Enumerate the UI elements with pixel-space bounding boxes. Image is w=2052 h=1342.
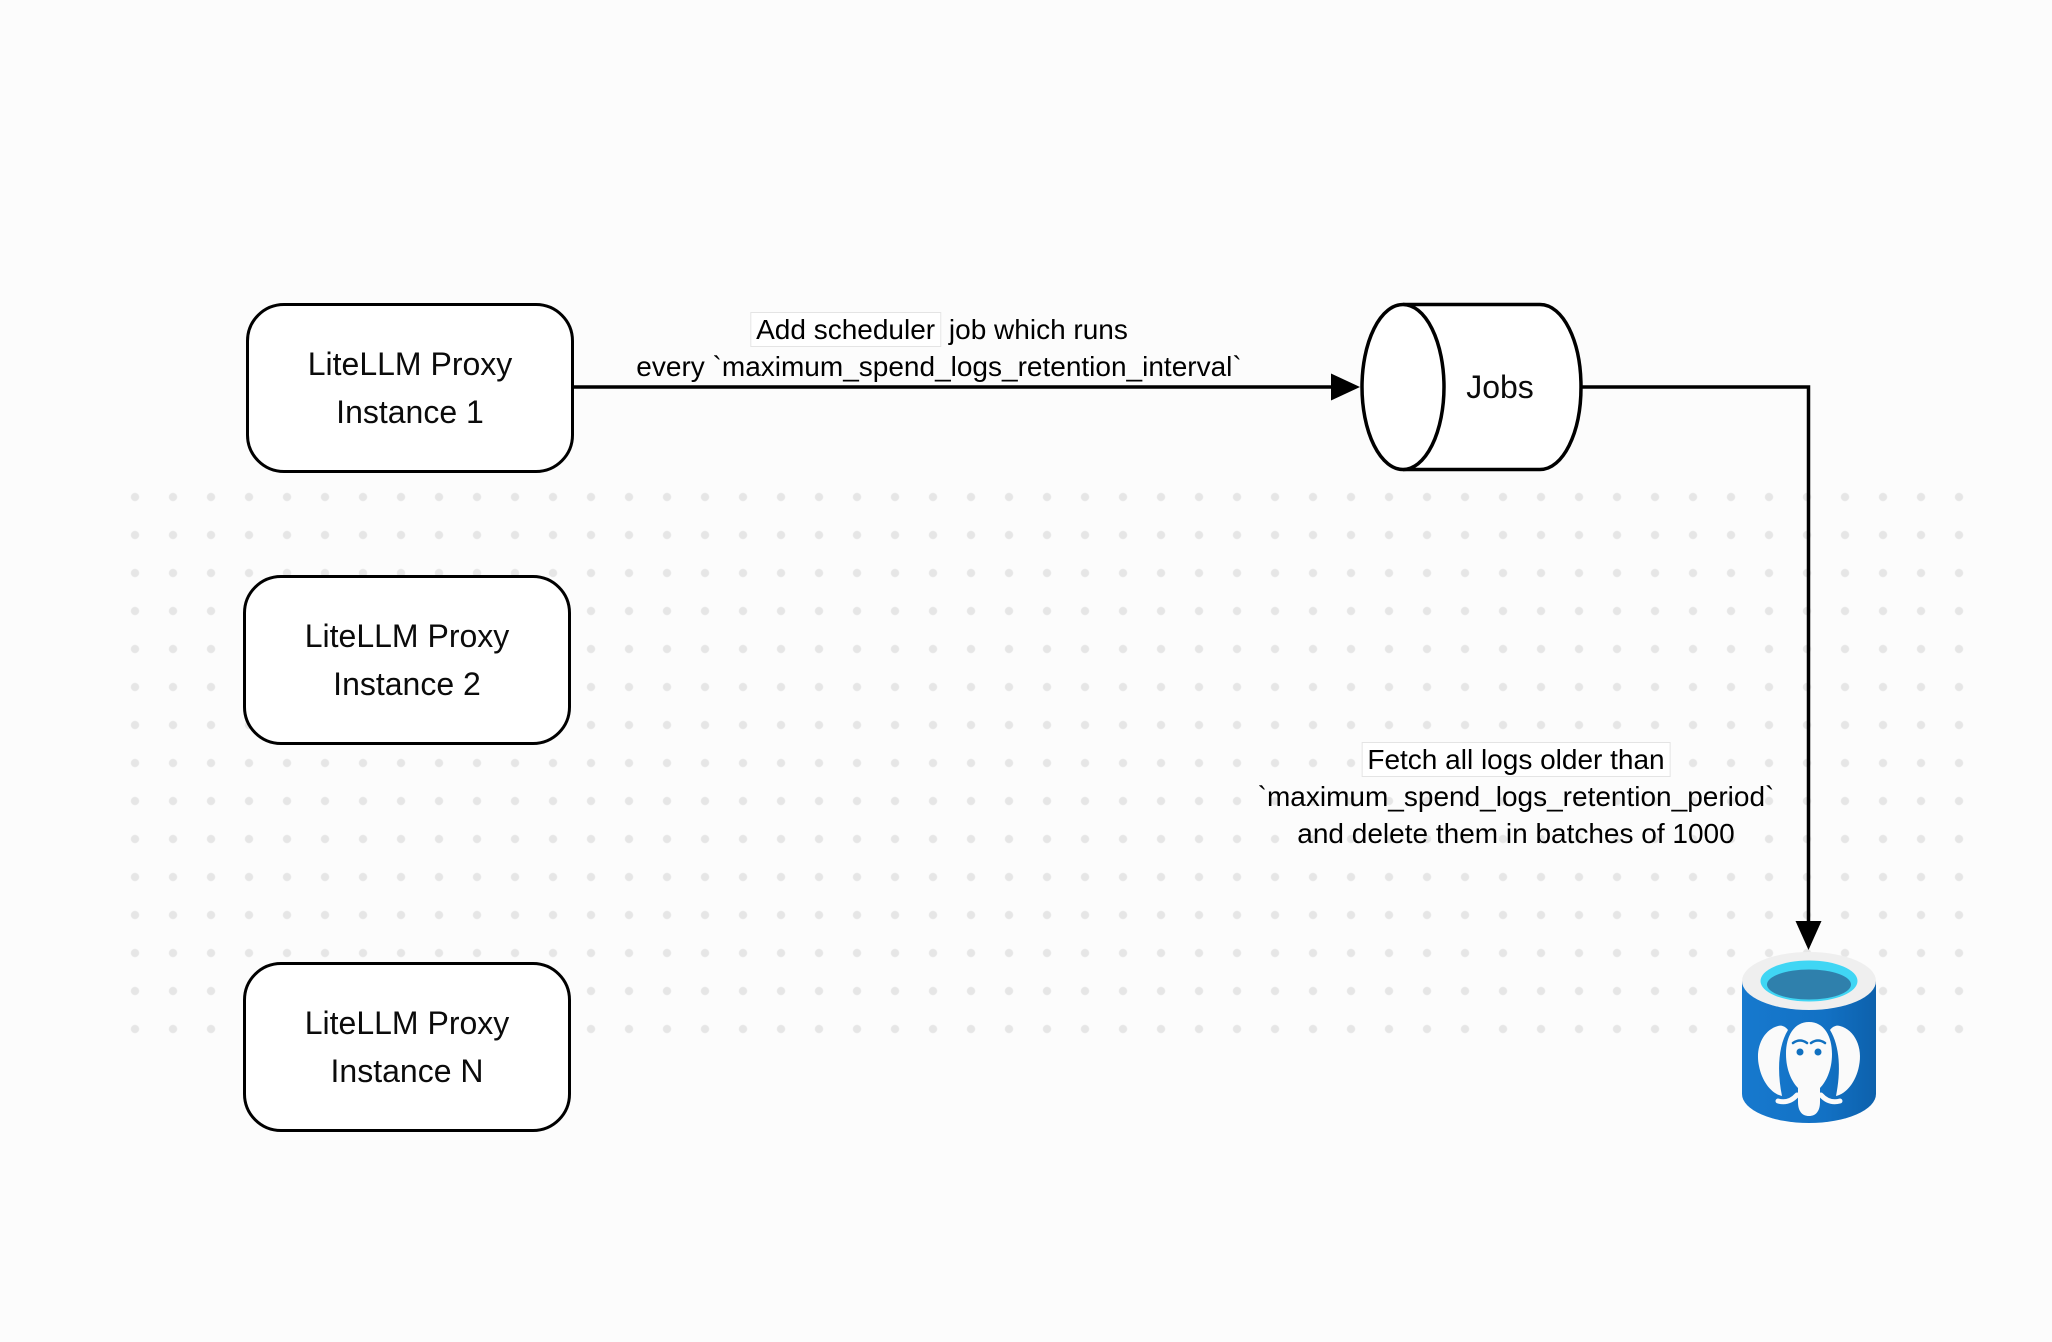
node-label-line2: Instance N xyxy=(330,1053,484,1089)
node-label-line2: Instance 2 xyxy=(333,666,481,702)
postgresql-database-icon xyxy=(1742,952,1876,1123)
edge-label-fetch-line2: `maximum_spend_logs_retention_period` xyxy=(1257,781,1775,812)
edge-label-highlight: Add scheduler xyxy=(750,312,942,347)
node-label-line2: Instance 1 xyxy=(336,394,484,430)
node-litellm-proxy-instance-n: LiteLLM Proxy Instance N xyxy=(243,962,571,1132)
node-litellm-proxy-instance-1: LiteLLM Proxy Instance 1 xyxy=(246,303,574,473)
edge-label-scheduler-line1: Add scheduler job which runs xyxy=(636,311,1241,348)
jobs-queue-shape xyxy=(1360,302,1583,472)
node-label-line1: LiteLLM Proxy xyxy=(304,1005,510,1041)
arrowhead-down-icon xyxy=(1795,921,1822,950)
arrow-jobs-to-database xyxy=(1581,385,1822,950)
db-liquid xyxy=(1767,969,1851,1000)
node-label-line1: LiteLLM Proxy xyxy=(307,346,513,382)
arrowhead-right-icon xyxy=(1331,373,1360,401)
edge-label-scheduler-line2: every `maximum_spend_logs_retention_inte… xyxy=(636,351,1242,382)
edge-label-fetch-line3: and delete them in batches of 1000 xyxy=(1297,818,1735,849)
node-label-line1: LiteLLM Proxy xyxy=(304,618,510,654)
node-litellm-proxy-instance-2: LiteLLM Proxy Instance 2 xyxy=(243,575,571,745)
arrow-instance1-to-jobs xyxy=(572,373,1360,401)
elephant-icon xyxy=(1757,1022,1861,1116)
jobs-queue-label: Jobs xyxy=(1466,369,1534,405)
edge-label-scheduler: Add scheduler job which runs every `maxi… xyxy=(636,311,1242,385)
edge-label-fetch-line1: Fetch all logs older than xyxy=(1258,741,1775,778)
edge-label-fetch-delete: Fetch all logs older than `maximum_spend… xyxy=(1257,741,1775,852)
